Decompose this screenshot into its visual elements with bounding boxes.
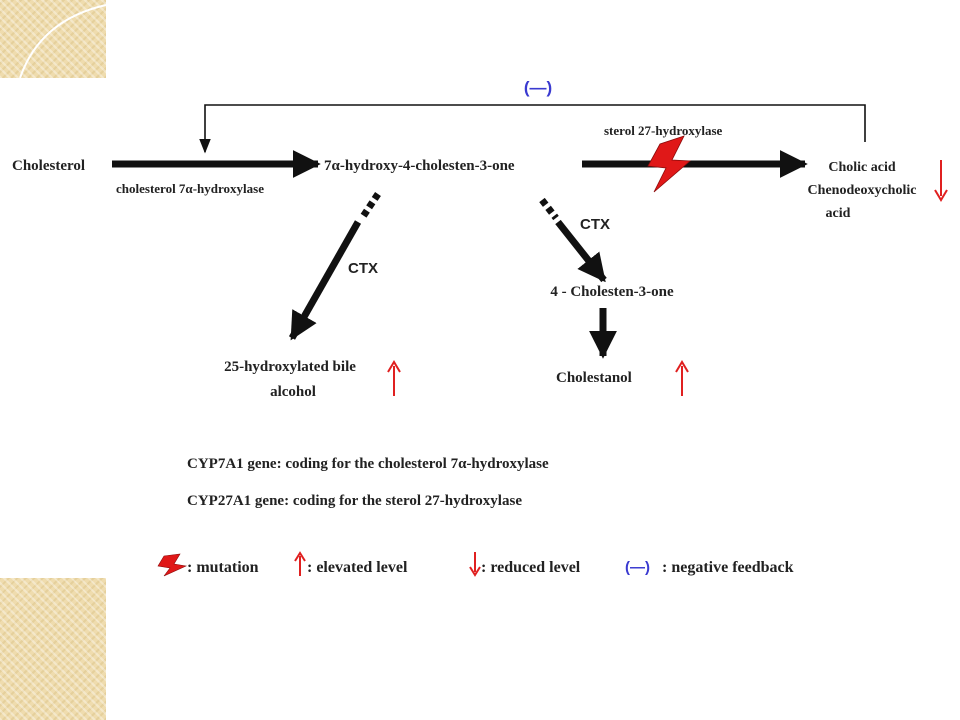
legend-mutation: : mutation: [187, 559, 259, 576]
ctx-right-dashed: [539, 197, 559, 221]
decorative-curve: [19, 4, 107, 79]
decorative-corner-bottom: [0, 578, 106, 720]
note-cyp7a1: CYP7A1 gene: coding for the cholesterol …: [187, 456, 549, 472]
legend-elevated: : elevated level: [307, 559, 408, 576]
up-arrow-head: [387, 360, 401, 373]
legend-reduced: : reduced level: [481, 559, 581, 576]
arrow-to-bile-alcohol: [288, 220, 362, 341]
legend-feedback-symbol: (—): [625, 559, 650, 576]
note-cyp27a1: CYP27A1 gene: coding for the sterol 27-h…: [187, 493, 522, 509]
ctx-right-label: CTX: [580, 216, 610, 233]
ctx-left-label: CTX: [348, 260, 378, 277]
enzyme-cyp27a1: sterol 27-hydroxylase: [604, 123, 723, 138]
node-intermediate: 7α-hydroxy-4-cholesten-3-one: [324, 158, 515, 174]
ctx-left-dashed: [359, 192, 381, 220]
node-cdca-line2: acid: [826, 206, 851, 221]
node-cholestenone: 4 - Cholesten-3-one: [550, 284, 674, 300]
node-cholesterol: Cholesterol: [12, 158, 85, 174]
node-cholic-acid: Cholic acid: [828, 160, 895, 175]
legend-up-arrow-head: [294, 551, 306, 562]
feedback-label: (—): [524, 78, 552, 97]
up-arrow-head: [675, 360, 689, 373]
decorative-corner-top: [0, 0, 106, 78]
node-bile-alcohol-line2: alcohol: [270, 384, 316, 400]
lightning-bolt-icon: [647, 135, 692, 193]
legend-feedback: : negative feedback: [662, 559, 794, 576]
legend-down-arrow-head: [469, 566, 481, 577]
feedback-line: [199, 104, 866, 154]
legend-lightning-bolt-icon: [157, 553, 188, 577]
node-cdca-line1: Chenodeoxycholic: [808, 183, 917, 198]
down-arrow-head: [934, 189, 948, 202]
node-bile-alcohol-line1: 25-hydroxylated bile: [224, 359, 356, 375]
enzyme-cyp7a1: cholesterol 7α-hydroxylase: [116, 181, 264, 196]
node-cholestanol: Cholestanol: [556, 370, 632, 386]
arrow-to-cholestenone: [555, 219, 607, 283]
